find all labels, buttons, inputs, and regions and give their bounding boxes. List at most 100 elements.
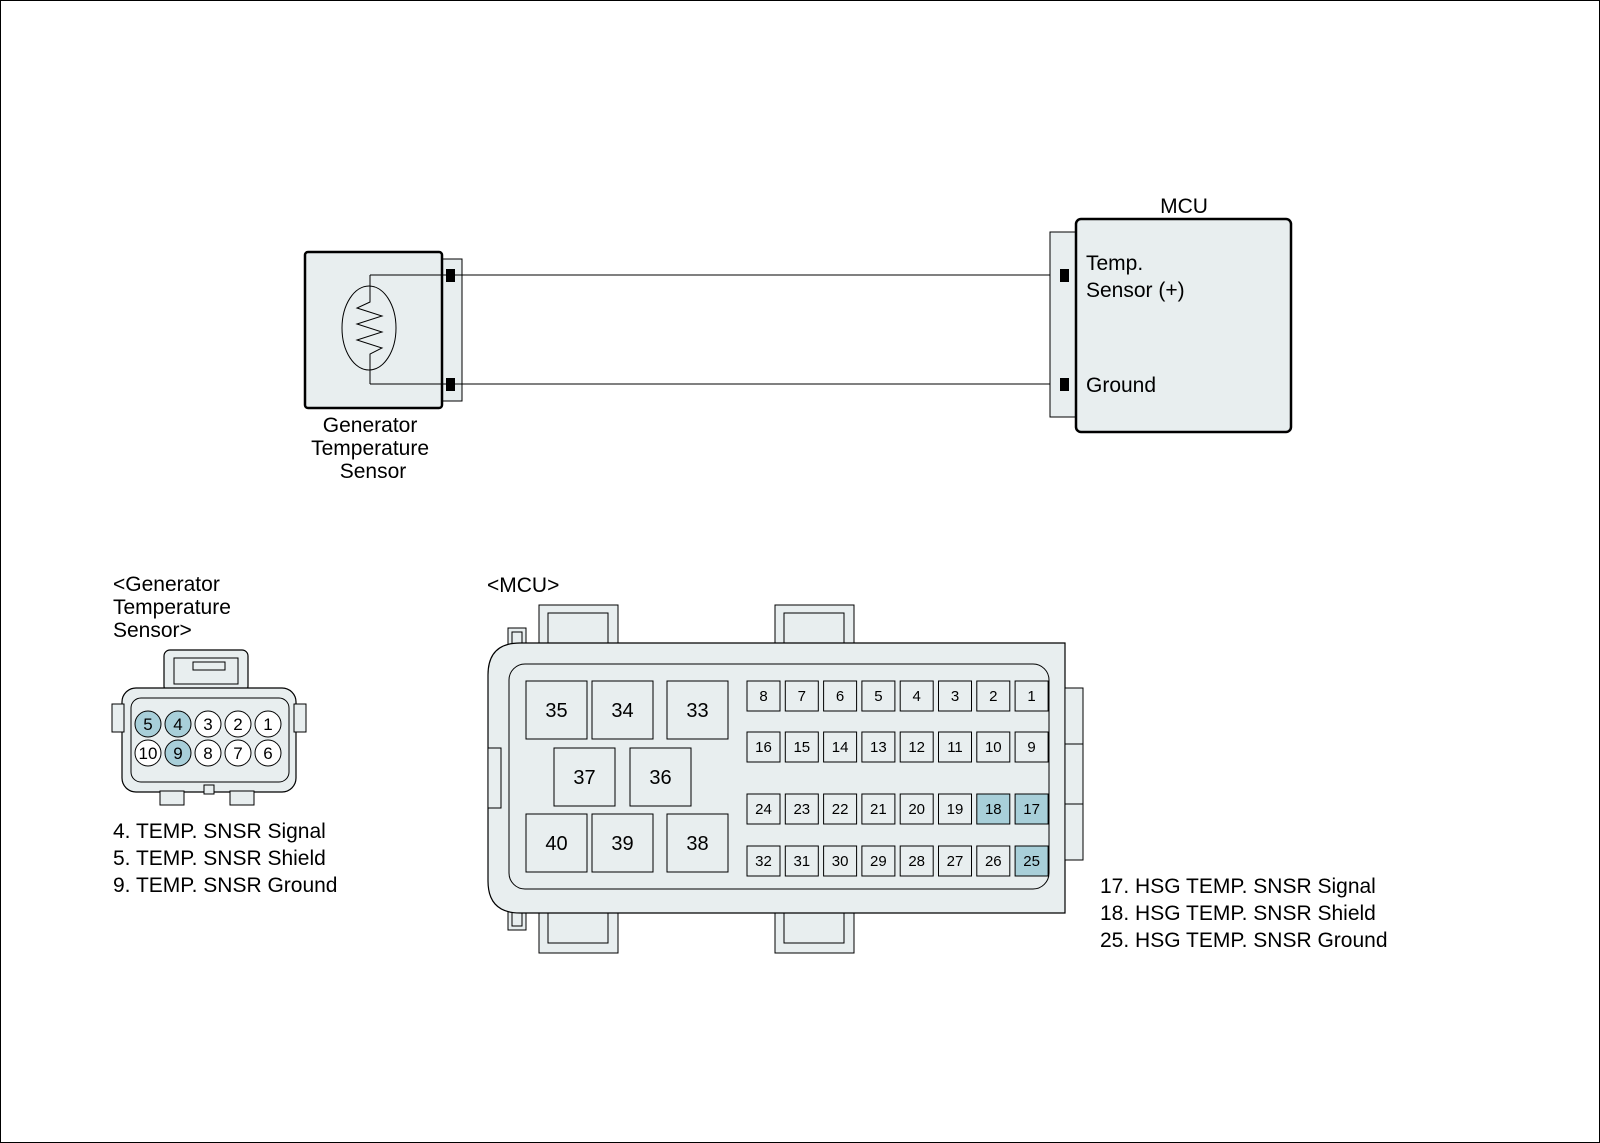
mcu-small-pin [823, 793, 858, 825]
mcu-small-pin-label: 23 [793, 801, 810, 818]
mcu-large-pin-label: 35 [545, 700, 567, 722]
mcu-large-pin [553, 747, 616, 807]
mcu-large-pin [666, 813, 729, 873]
mcu-small-pin-label: 16 [755, 739, 772, 756]
mcu-small-pin [784, 731, 819, 763]
mcu-small-pin-label: 7 [798, 688, 806, 705]
mcu-large-pin [629, 747, 692, 807]
mcu-small-pin [746, 845, 781, 877]
sensor-pin [254, 710, 282, 738]
sensor-pin-label: 4 [173, 715, 182, 734]
mcu-small-pin [976, 731, 1011, 763]
mcu-temp-label-2: Sensor (+) [1086, 279, 1185, 302]
mcu-small-pin-label: 12 [908, 739, 925, 756]
mcu-small-pin-label: 21 [870, 801, 887, 818]
mcu-small-pin-label: 20 [908, 801, 925, 818]
mcu-title: MCU [1160, 195, 1208, 218]
mcu-large-pin [525, 680, 588, 740]
mcu-small-pin [1014, 845, 1049, 877]
mcu-small-pin [899, 845, 934, 877]
mcu-small-pin [861, 845, 896, 877]
sensor-name-label: Generator Temperature Sensor [311, 414, 435, 483]
generator-temperature-sensor [303, 250, 463, 410]
sensor-connector-legend: 4. TEMP. SNSR Signal 5. TEMP. SNSR Shiel… [113, 820, 338, 897]
mcu-small-pin [861, 680, 896, 712]
mcu-large-pin-label: 36 [649, 767, 671, 789]
mcu-small-pin-label: 31 [793, 853, 810, 870]
sensor-pin [134, 710, 162, 738]
sensor-connector-title: <Generator Temperature Sensor> [113, 573, 237, 642]
mcu-small-pin-label: 14 [832, 739, 849, 756]
mcu-small-pin [784, 793, 819, 825]
mcu-small-pin-label: 25 [1023, 853, 1040, 870]
mcu-small-pin-label: 32 [755, 853, 772, 870]
mcu-unit [1049, 217, 1293, 434]
sensor-pin-label: 8 [203, 744, 212, 763]
mcu-small-pin-label: 10 [985, 739, 1002, 756]
sensor-pin-label: 5 [143, 715, 152, 734]
mcu-large-pin-label: 37 [573, 767, 595, 789]
mcu-small-pin [784, 680, 819, 712]
mcu-small-pin-label: 13 [870, 739, 887, 756]
mcu-small-pin-label: 3 [951, 688, 959, 705]
mcu-small-pin-label: 5 [874, 688, 882, 705]
mcu-small-pin [746, 731, 781, 763]
sensor-pin-label: 9 [173, 744, 182, 763]
mcu-small-pin [823, 680, 858, 712]
mcu-small-pin-label: 27 [947, 853, 964, 870]
mcu-small-pin-label: 30 [832, 853, 849, 870]
mcu-small-pin [746, 680, 781, 712]
mcu-small-pin [899, 731, 934, 763]
sensor-pin [164, 710, 192, 738]
sensor-pin [224, 710, 252, 738]
mcu-small-pin-label: 6 [836, 688, 844, 705]
mcu-small-pin-label: 17 [1023, 801, 1040, 818]
sensor-pin-label: 1 [263, 715, 272, 734]
mcu-small-pin [823, 731, 858, 763]
mcu-small-pin [899, 793, 934, 825]
mcu-small-pin-label: 26 [985, 853, 1002, 870]
mcu-small-pin-label: 11 [947, 739, 963, 756]
mcu-small-pin-label: 19 [947, 801, 964, 818]
sensor-pin-label: 10 [139, 744, 158, 763]
mcu-large-pin-label: 34 [611, 700, 633, 722]
mcu-small-pin-label: 4 [913, 688, 921, 705]
mcu-small-pin [1014, 731, 1049, 763]
mcu-small-pin-label: 1 [1027, 688, 1035, 705]
mcu-large-pin [591, 680, 654, 740]
thermistor-symbol [355, 275, 384, 384]
sensor-pin [194, 710, 222, 738]
mcu-small-pin-label: 28 [908, 853, 925, 870]
mcu-small-pin [976, 680, 1011, 712]
mcu-small-pin [861, 793, 896, 825]
sensor-pin-label: 7 [233, 744, 242, 763]
sensor-pin [164, 739, 192, 767]
mcu-large-pin [525, 813, 588, 873]
mcu-connector-title: <MCU> [487, 574, 559, 597]
mcu-small-pin [976, 793, 1011, 825]
sensor-pin [134, 739, 162, 767]
mcu-connector-legend: 17. HSG TEMP. SNSR Signal 18. HSG TEMP. … [1100, 875, 1388, 952]
mcu-small-pin [746, 793, 781, 825]
mcu-small-pin-label: 24 [755, 801, 772, 818]
mcu-small-pin-label: 22 [832, 801, 849, 818]
sensor-pin-label: 2 [233, 715, 242, 734]
sensor-pin [194, 739, 222, 767]
mcu-ground-label: Ground [1086, 374, 1156, 397]
mcu-small-pin [938, 793, 972, 825]
sensor-pin-label: 3 [203, 715, 212, 734]
mcu-temp-label-1: Temp. [1086, 252, 1143, 275]
mcu-small-pin-label: 8 [759, 688, 767, 705]
sensor-pin [254, 739, 282, 767]
mcu-small-pin [938, 680, 972, 712]
wires [455, 274, 1060, 385]
mcu-small-pin [823, 845, 858, 877]
mcu-small-pin-label: 18 [985, 801, 1002, 818]
mcu-small-pin [976, 845, 1011, 877]
mcu-small-pin [1014, 680, 1049, 712]
mcu-small-pin-label: 9 [1027, 739, 1035, 756]
